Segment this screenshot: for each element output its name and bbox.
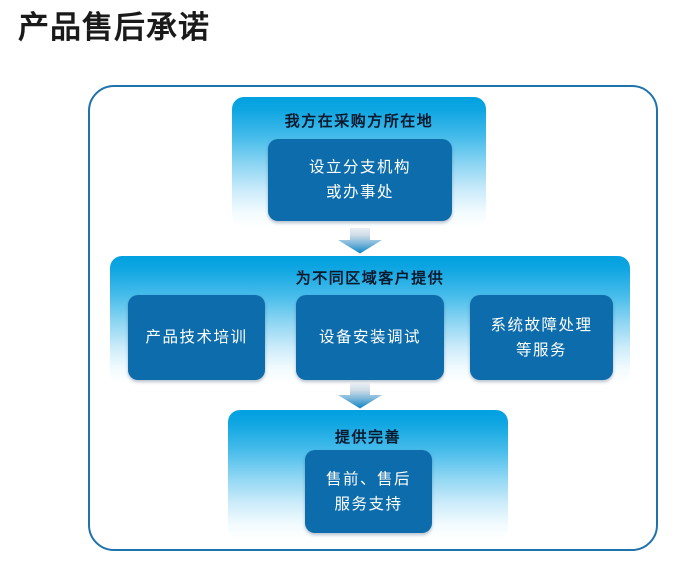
diagram-box-equipment-installation: 设备安装调试	[296, 295, 444, 380]
diagram-level-2-heading: 为不同区域客户提供	[295, 269, 445, 287]
page-title: 产品售后承诺	[18, 10, 210, 46]
diagram-box-fault-handling: 系统故障处理 等服务	[470, 295, 613, 380]
diagram-level-3-heading: 提供完善	[334, 428, 401, 446]
diagram-level-1-heading: 我方在采购方所在地	[284, 112, 434, 130]
diagram-box-branch-office: 设立分支机构 或办事处	[268, 139, 452, 221]
down-arrow-icon	[337, 383, 383, 409]
down-arrow-icon	[337, 228, 383, 254]
diagram-box-product-training: 产品技术培训	[128, 295, 265, 380]
diagram-box-service-support: 售前、售后 服务支持	[305, 450, 432, 533]
diagram-outer-frame	[88, 85, 658, 551]
